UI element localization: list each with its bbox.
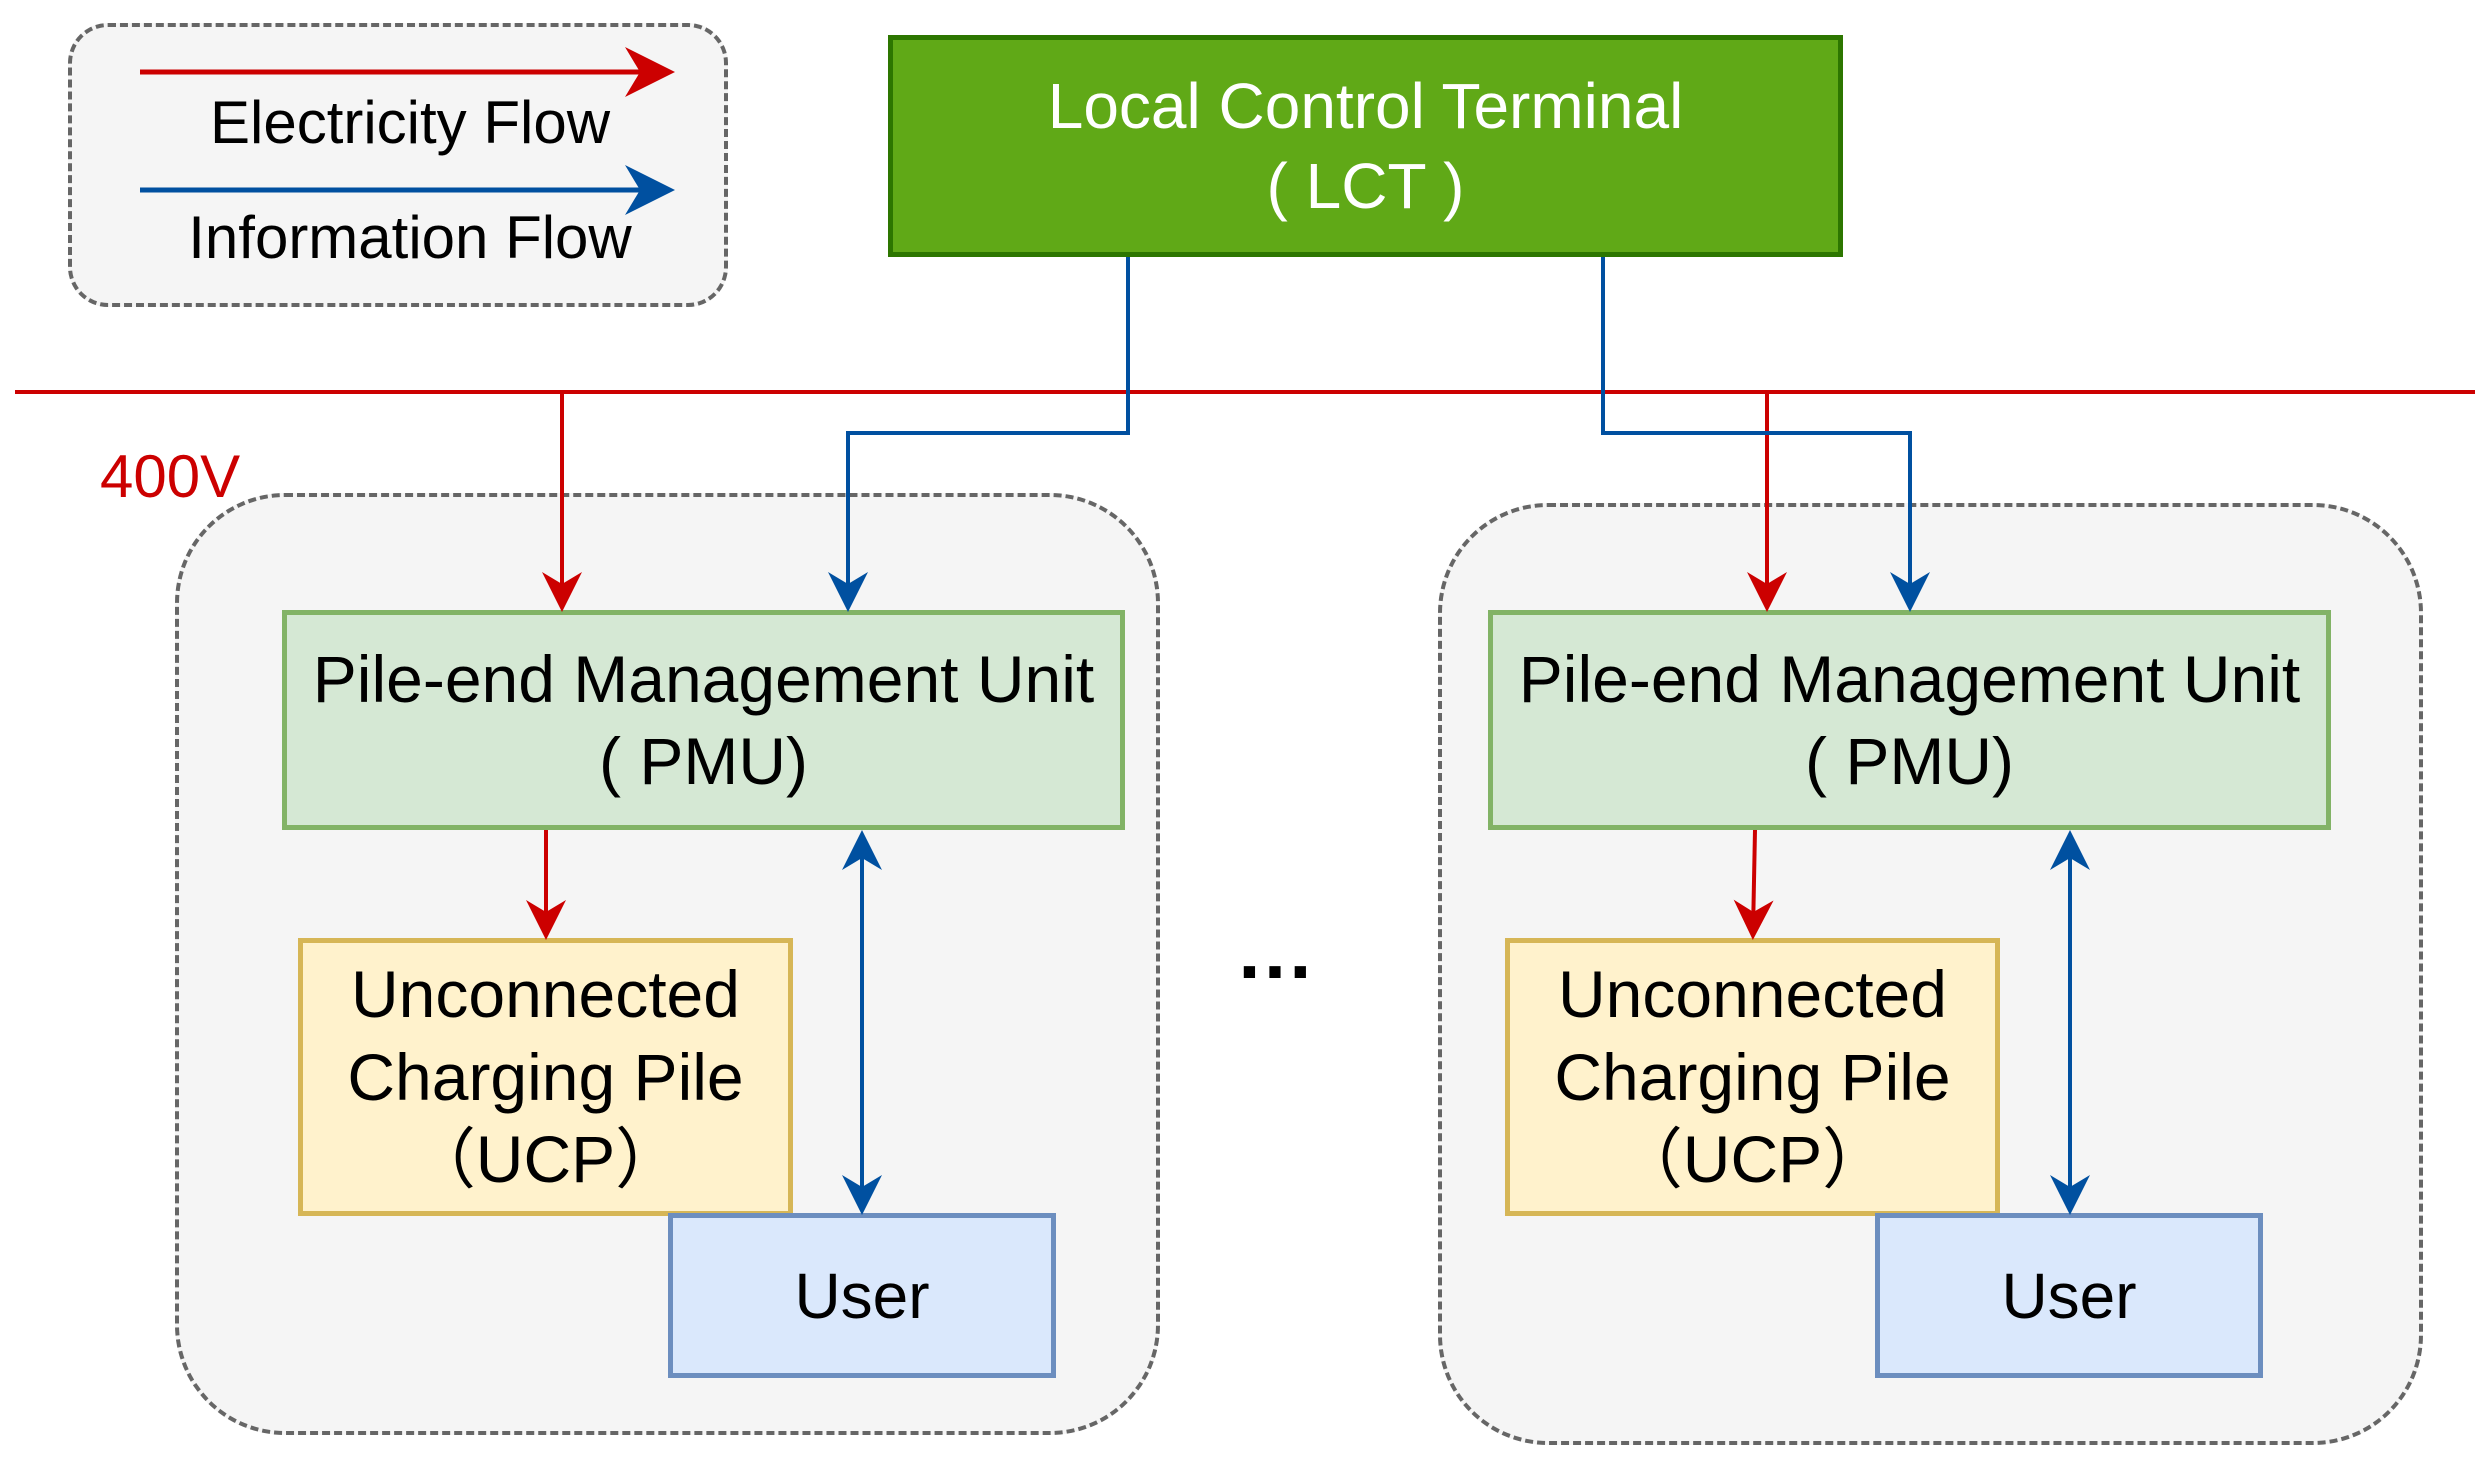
legend-information-label: Information Flow [188, 204, 632, 271]
ucp-1-line3: （UCP） [409, 1122, 682, 1197]
user-2-label: User [2001, 1259, 2137, 1332]
pmu-1-title: Pile-end Management Unit [312, 641, 1095, 716]
ellipsis: … [1235, 906, 1323, 995]
legend-electricity-label: Electricity Flow [209, 89, 611, 156]
information-lct-to-pmu-1 [828, 257, 1130, 612]
ucp-1: Unconnected Charging Pile （UCP） [298, 938, 793, 1216]
pmu-1: Pile-end Management Unit ( PMU) [282, 610, 1125, 830]
ucp-2-line2: Charging Pile [1554, 1039, 1951, 1114]
pmu-2-abbrev: ( PMU) [1805, 724, 2014, 798]
pmu-2-title: Pile-end Management Unit [1518, 641, 2301, 716]
lct-abbrev: ( LCT ) [1266, 150, 1465, 222]
ucp-1-line1: Unconnected [351, 957, 740, 1032]
information-lct-to-pmu-2 [1601, 257, 1930, 612]
user-1: User [668, 1213, 1056, 1378]
electricity-pmu-2-to-ucp-2 [1733, 829, 1774, 940]
pmu-1-abbrev: ( PMU) [599, 724, 808, 798]
bus-voltage-label: 400V [100, 443, 241, 510]
user-1-label: User [794, 1259, 930, 1332]
ucp-2: Unconnected Charging Pile （UCP） [1505, 938, 2000, 1216]
ucp-1-line2: Charging Pile [347, 1039, 744, 1114]
local-control-terminal: Local Control Terminal ( LCT ) [888, 35, 1843, 257]
user-2: User [1875, 1213, 2263, 1378]
lct-title: Local Control Terminal [1047, 70, 1684, 142]
ucp-2-line1: Unconnected [1558, 957, 1947, 1032]
pmu-2: Pile-end Management Unit ( PMU) [1488, 610, 2331, 830]
ucp-2-line3: （UCP） [1616, 1122, 1889, 1197]
